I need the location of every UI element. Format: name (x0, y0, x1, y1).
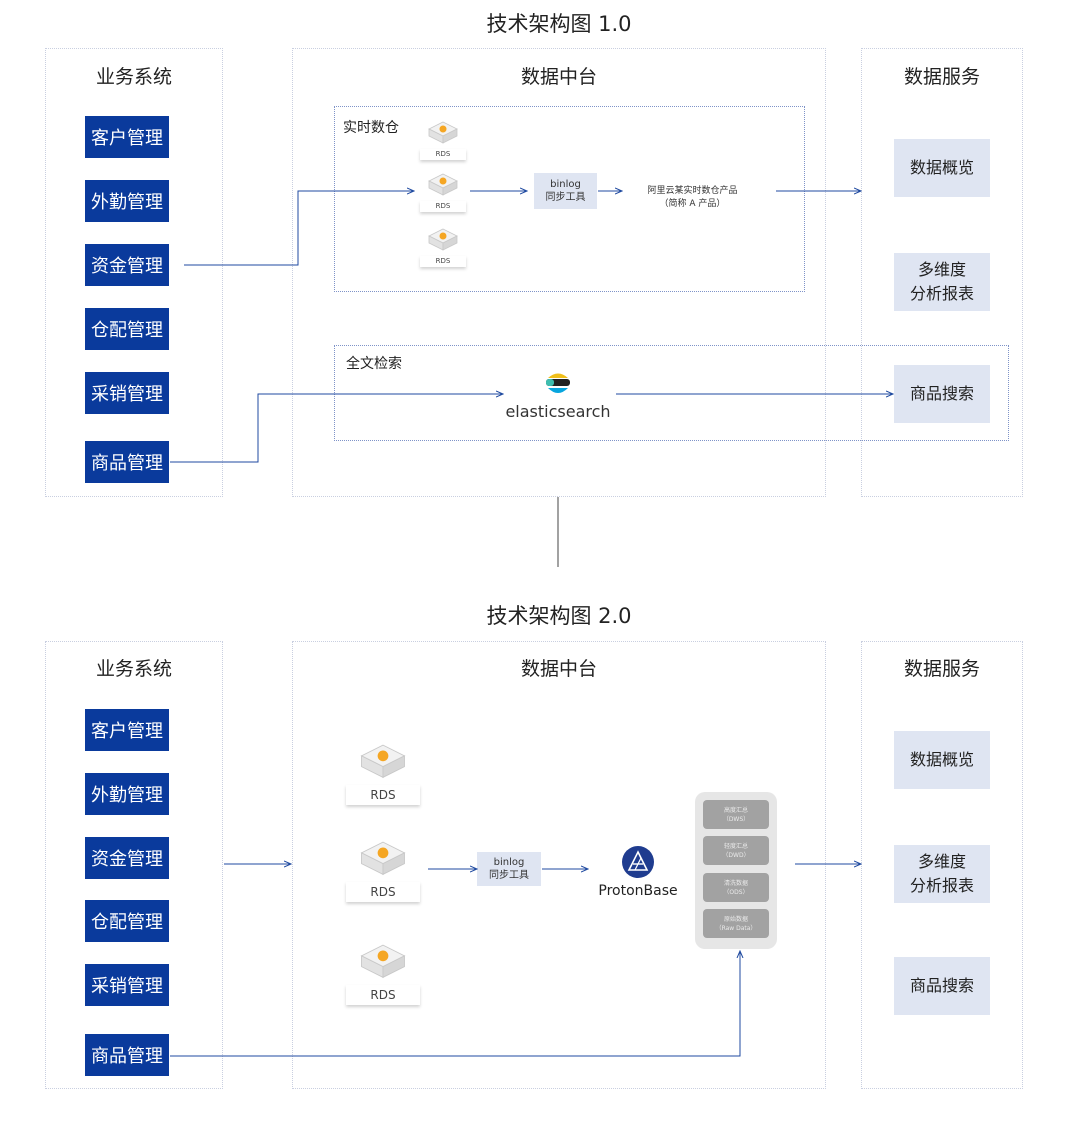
biz-panel-2-title: 业务系统 (95, 658, 172, 680)
rds-label: RDS (346, 882, 420, 902)
biz-system-warehouse[interactable]: 仓配管理 (85, 308, 169, 350)
rds-icon (360, 841, 406, 876)
rds-node-1c: RDS (420, 228, 466, 267)
layer-raw: 原始数据 （Raw Data） (703, 909, 769, 938)
fulltext-search-box (334, 345, 1009, 441)
biz-system-warehouse[interactable]: 仓配管理 (85, 900, 169, 942)
diagram2-title: 技术架构图 2.0 (486, 604, 632, 628)
arrow-product-mgmt-to-es (170, 394, 503, 463)
rds-node-2b: RDS (346, 840, 420, 902)
realtime-product-line2: （简称 A 产品） (659, 199, 726, 209)
rds-label: RDS (420, 149, 466, 160)
elasticsearch-node: elasticsearch (497, 368, 619, 421)
diagram1-title: 技术架构图 1.0 (486, 12, 632, 36)
service-product-search[interactable]: 商品搜索 (894, 957, 990, 1015)
realtime-warehouse-box (334, 106, 805, 292)
arrow-fund-to-rds (184, 191, 414, 266)
rds-icon (360, 744, 406, 779)
layer-raw-name: 原始数据 (723, 915, 748, 923)
layer-dws-code: （DWS） (722, 815, 750, 823)
realtime-product: 阿里云某实时数仓产品 （简称 A 产品） (630, 185, 755, 211)
protonbase-logo-icon (622, 846, 654, 878)
platform-panel-1-title: 数据中台 (520, 66, 597, 88)
protonbase-node: ProtonBase (590, 845, 686, 899)
service-panel-1 (861, 48, 1023, 497)
service-data-overview[interactable]: 数据概览 (894, 139, 990, 197)
binlog-line1: binlog (493, 857, 525, 868)
rds-icon (360, 944, 406, 979)
service-multi-dim-report[interactable]: 多维度 分析报表 (894, 253, 990, 311)
rds-icon (428, 228, 458, 251)
biz-panel-2 (45, 641, 223, 1089)
arrow-product-mgmt-to-raw (170, 951, 740, 1057)
biz-panel-1 (45, 48, 223, 497)
service-multi-dim-report[interactable]: 多维度 分析报表 (894, 845, 990, 903)
layer-raw-code: （Raw Data） (715, 924, 757, 932)
elasticsearch-label: elasticsearch (505, 402, 611, 421)
binlog-sync-tool-2: binlog 同步工具 (477, 852, 541, 886)
layer-ods: 清洗数据 （ODS） (703, 873, 769, 902)
binlog-line2: 同步工具 (545, 192, 586, 203)
biz-system-customer[interactable]: 客户管理 (85, 116, 169, 158)
rds-icon (428, 173, 458, 196)
platform-panel-2-title: 数据中台 (520, 658, 597, 680)
rds-icon (428, 121, 458, 144)
service-panel-2-title: 数据服务 (903, 658, 980, 680)
rds-label: RDS (420, 201, 466, 212)
platform-panel-2 (292, 641, 826, 1089)
platform-panel-1 (292, 48, 826, 497)
biz-panel-1-title: 业务系统 (95, 66, 172, 88)
layer-dws-name: 高度汇总 (723, 806, 748, 814)
rds-label: RDS (346, 985, 420, 1005)
rds-label: RDS (420, 256, 466, 267)
data-layer-stack: 高度汇总 （DWS） 轻度汇总 （DWD） 清洗数据 （ODS） 原始数据 （R… (695, 792, 777, 949)
layer-dwd-name: 轻度汇总 (723, 842, 748, 850)
biz-system-fund[interactable]: 资金管理 (85, 244, 169, 286)
biz-system-product[interactable]: 商品管理 (85, 441, 169, 483)
binlog-line1: binlog (550, 179, 581, 190)
biz-system-field[interactable]: 外勤管理 (85, 180, 169, 222)
biz-system-purchase[interactable]: 采销管理 (85, 964, 169, 1006)
rds-node-2c: RDS (346, 943, 420, 1005)
biz-system-fund[interactable]: 资金管理 (85, 837, 169, 879)
protonbase-label: ProtonBase (598, 883, 678, 899)
binlog-line2: 同步工具 (489, 870, 529, 881)
service-panel-1-title: 数据服务 (903, 66, 980, 88)
rds-node-1a: RDS (420, 121, 466, 160)
layer-dwd: 轻度汇总 （DWD） (703, 836, 769, 865)
biz-system-field[interactable]: 外勤管理 (85, 773, 169, 815)
rds-node-1b: RDS (420, 173, 466, 212)
service-data-overview[interactable]: 数据概览 (894, 731, 990, 789)
layer-ods-code: （ODS） (723, 888, 749, 896)
rds-label: RDS (346, 785, 420, 805)
binlog-sync-tool-1: binlog 同步工具 (534, 173, 597, 209)
elasticsearch-icon (546, 373, 570, 393)
biz-system-customer[interactable]: 客户管理 (85, 709, 169, 751)
realtime-product-line1: 阿里云某实时数仓产品 (647, 186, 738, 196)
biz-system-purchase[interactable]: 采销管理 (85, 372, 169, 414)
layer-dwd-code: （DWD） (722, 851, 750, 859)
biz-system-product[interactable]: 商品管理 (85, 1034, 169, 1076)
rds-node-2a: RDS (346, 743, 420, 805)
layer-ods-name: 清洗数据 (723, 879, 748, 887)
realtime-warehouse-label: 实时数仓 (343, 120, 399, 136)
fulltext-search-label: 全文检索 (346, 356, 402, 372)
service-product-search[interactable]: 商品搜索 (894, 365, 990, 423)
layer-dws: 高度汇总 （DWS） (703, 800, 769, 829)
